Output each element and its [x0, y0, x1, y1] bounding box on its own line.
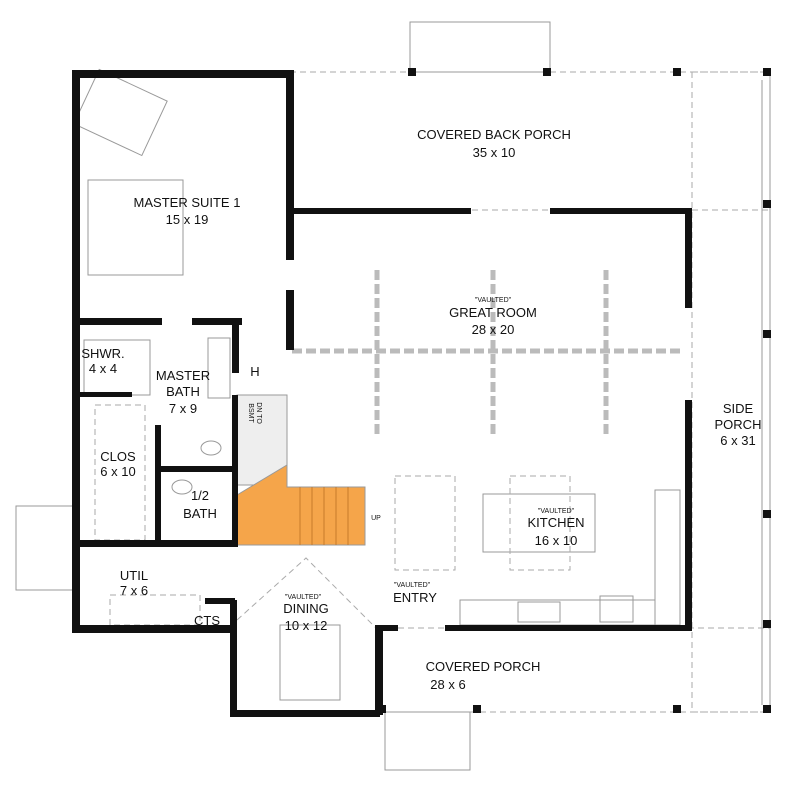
great-room-note: "VAULTED" [475, 297, 512, 304]
dining-size: 10 x 12 [285, 618, 328, 633]
dining-name: DINING [283, 601, 329, 616]
great-room-name: GREAT ROOM [449, 305, 537, 320]
range [599, 595, 634, 623]
hall-label: H [250, 364, 259, 379]
back-steps [409, 21, 551, 73]
stairs-up-label: UP [371, 515, 381, 522]
side-porch-name2: PORCH [715, 417, 762, 432]
kitchen-fixtures [394, 475, 681, 626]
porch-columns [378, 68, 771, 713]
kitchen-note: "VAULTED" [538, 508, 575, 515]
master-bath-size: 7 x 9 [169, 401, 197, 416]
entry-note: "VAULTED" [394, 582, 431, 589]
dining-table [279, 624, 341, 701]
back-porch-size: 35 x 10 [473, 145, 516, 160]
half-bath-name1: 1/2 [191, 488, 209, 503]
utility-size: 7 x 6 [120, 583, 148, 598]
chaise [73, 68, 168, 157]
walls [72, 70, 692, 717]
shower-name: SHWR. [81, 346, 124, 361]
entry-name: ENTRY [393, 590, 437, 605]
front-porch-size: 28 x 6 [430, 677, 465, 692]
kitchen-name: KITCHEN [527, 515, 584, 530]
counter [459, 599, 656, 626]
sink [517, 601, 561, 623]
master-bath-name1: MASTER [156, 368, 210, 383]
master-suite-size: 15 x 19 [166, 212, 209, 227]
dining-note: "VAULTED" [285, 594, 322, 601]
stairs-down-line1: DN TO [255, 402, 262, 424]
stairs-down-line2: BSMT [247, 403, 254, 423]
kitchen-size: 16 x 10 [535, 533, 578, 548]
fixtures [73, 68, 379, 701]
closet-name: CLOS [100, 449, 136, 464]
stairs [236, 394, 366, 546]
side-porch-name1: SIDE [723, 401, 754, 416]
master-bath-name2: BATH [166, 384, 200, 399]
utility-name: UTIL [120, 568, 148, 583]
back-porch-name: COVERED BACK PORCH [417, 127, 571, 142]
porch-outlines [15, 21, 771, 771]
front-steps [384, 711, 471, 771]
side-porch-size: 6 x 31 [720, 433, 755, 448]
great-room-size: 28 x 20 [472, 322, 515, 337]
cts-label: CTS [194, 613, 220, 628]
master-suite-name: MASTER SUITE 1 [134, 195, 241, 210]
closet-size: 6 x 10 [100, 464, 135, 479]
room-labels: MASTER SUITE 1 15 x 19 COVERED BACK PORC… [81, 127, 761, 692]
vaulted-beams [292, 270, 680, 435]
side-steps [15, 505, 75, 591]
front-porch-name: COVERED PORCH [426, 659, 541, 674]
half-bath-name2: BATH [183, 506, 217, 521]
kitchen-island [482, 493, 596, 553]
shower-size: 4 x 4 [89, 361, 117, 376]
bed [87, 179, 184, 276]
